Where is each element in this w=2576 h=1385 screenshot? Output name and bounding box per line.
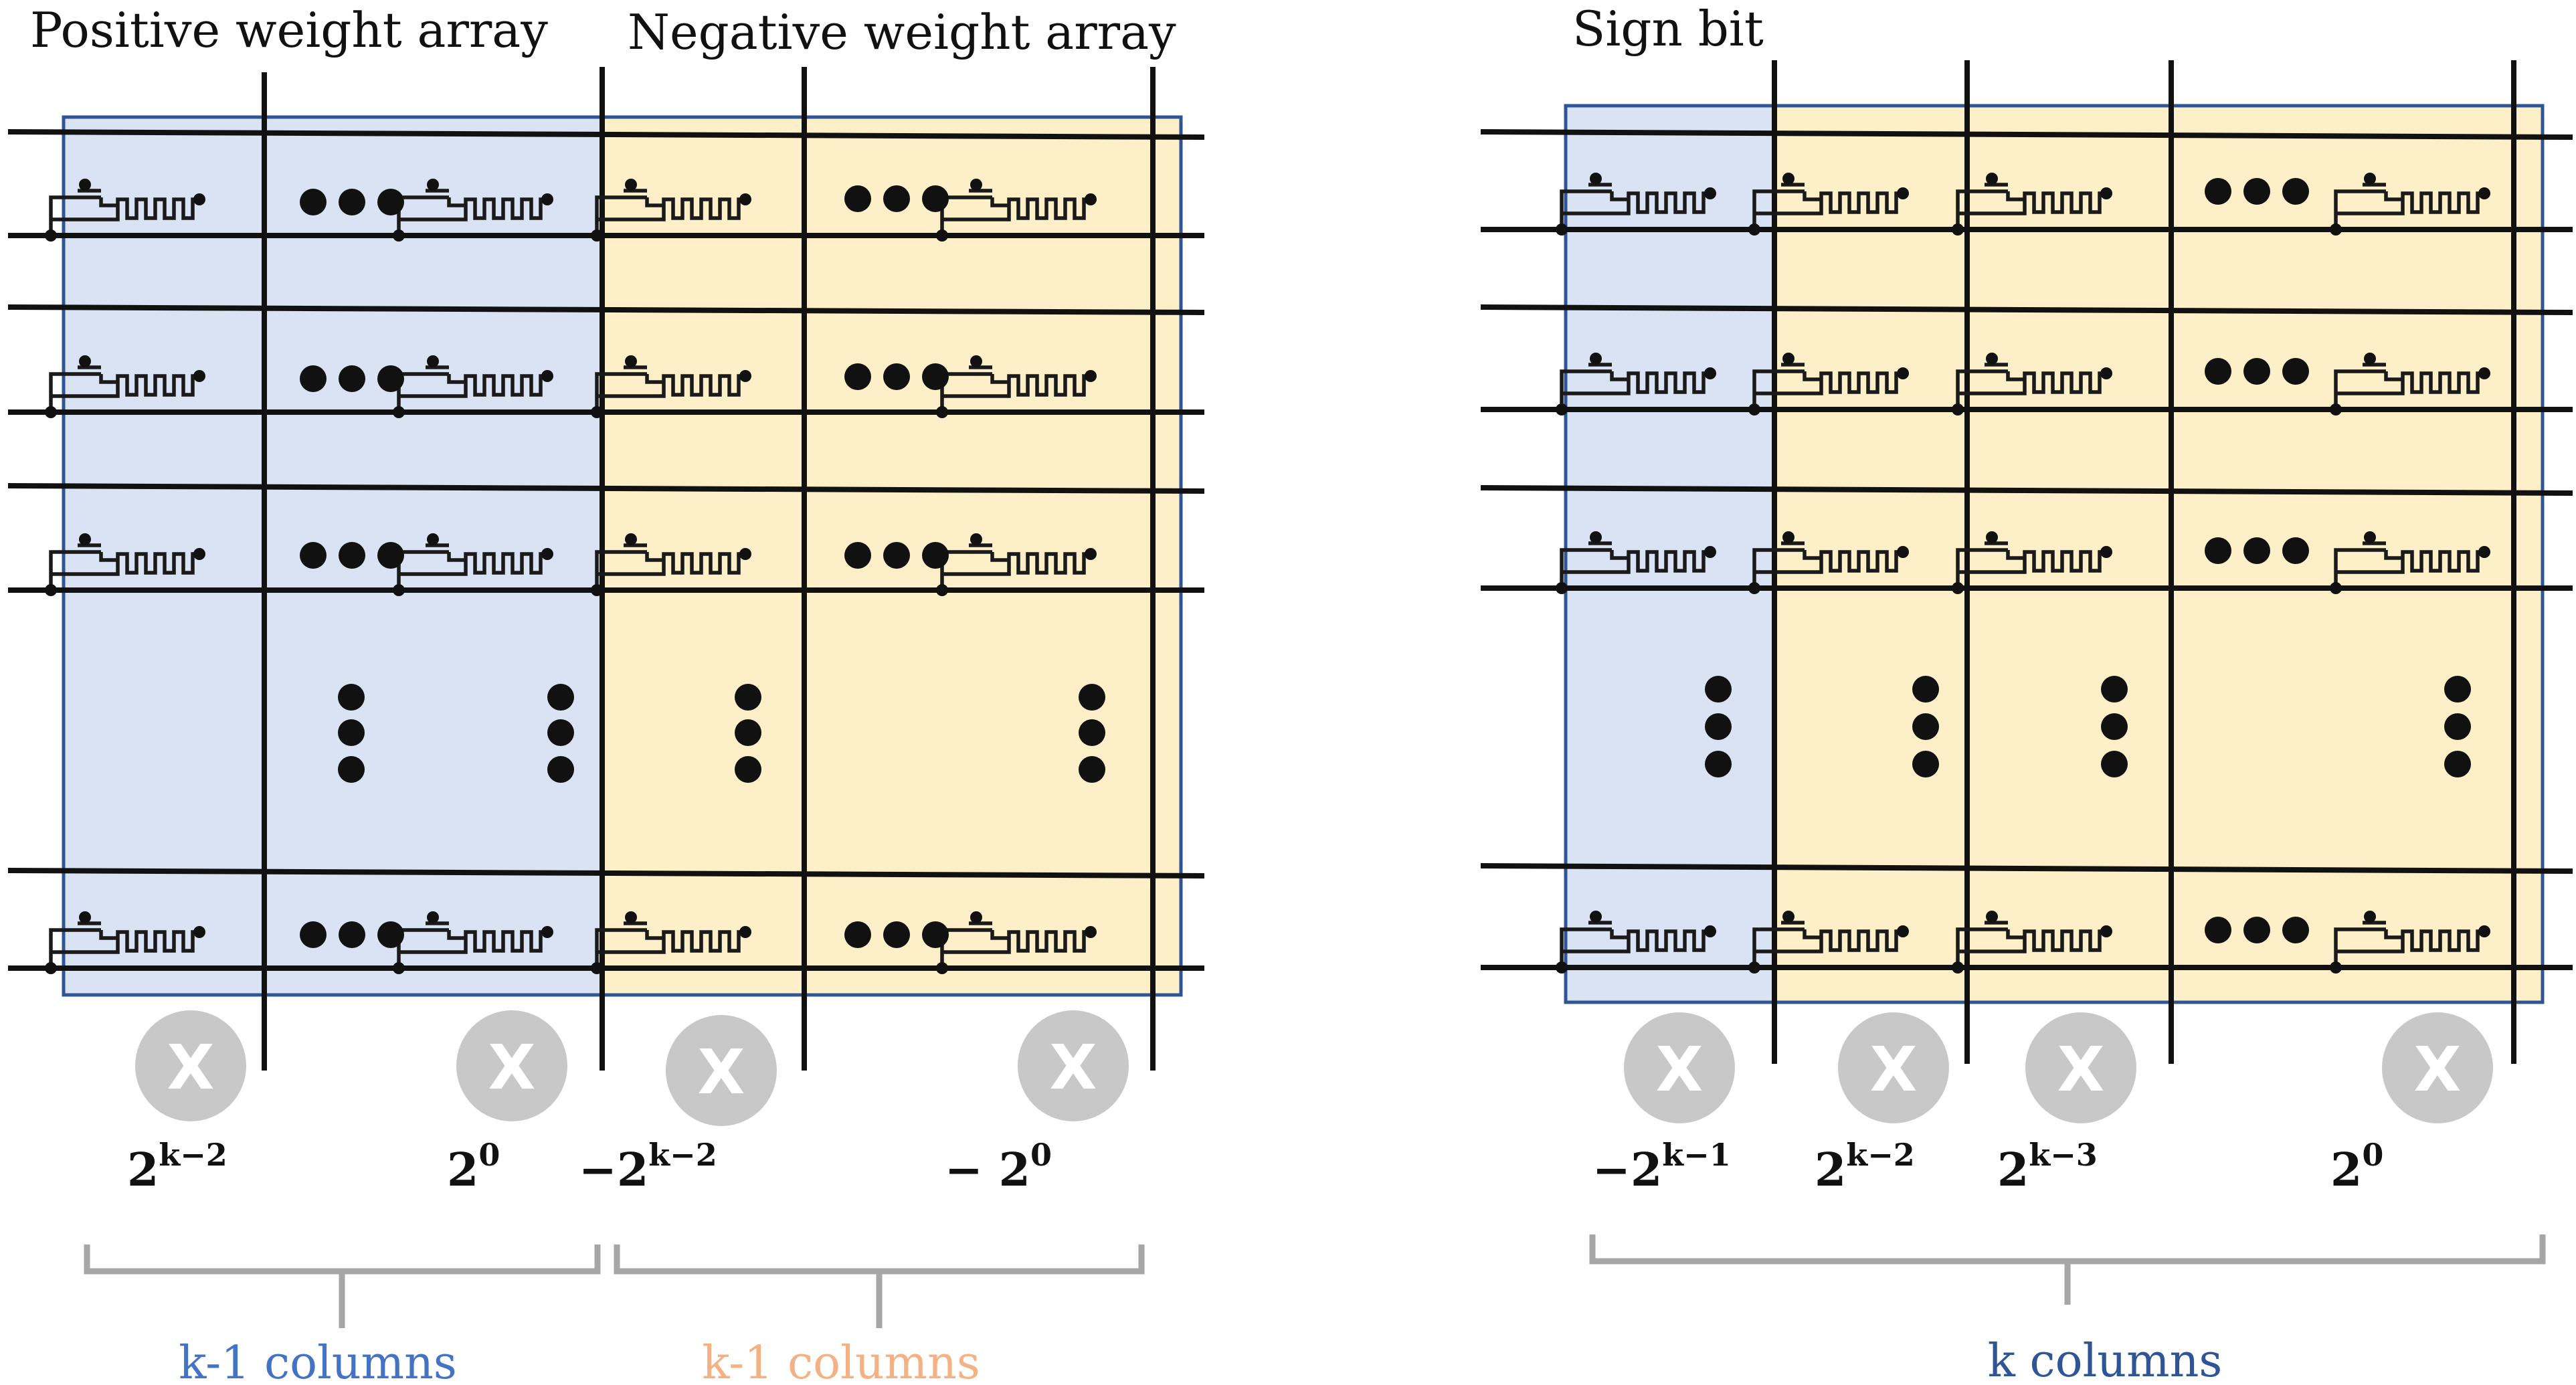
left-panel: X X X X Positive weight array Negative w… <box>7 2 1205 1385</box>
multiply-circle-icon: X <box>2382 1012 2493 1123</box>
sign-bit-title: Sign bit <box>1572 1 1764 57</box>
sign-bit-region <box>1566 106 1774 1002</box>
negative-columns-brace <box>614 1244 1145 1328</box>
svg-text:X: X <box>698 1036 745 1108</box>
positive-columns-caption: k-1 columns <box>179 1337 457 1385</box>
multiply-circle-icon: X <box>1838 1012 1949 1123</box>
right-bit-lines <box>1772 60 2516 1064</box>
weight-label: − 20 <box>945 1137 1052 1197</box>
weight-label: −2k−1 <box>1592 1137 1731 1197</box>
negative-array-title: Negative weight array <box>628 4 1176 60</box>
right-word-lines <box>1480 129 2573 970</box>
right-array-border <box>1564 104 2545 1004</box>
svg-text:X: X <box>1050 1032 1097 1103</box>
k-columns-caption: k columns <box>1988 1335 2223 1385</box>
weight-label: −2k−2 <box>579 1137 717 1197</box>
positive-columns-brace <box>84 1244 601 1328</box>
svg-text:X: X <box>1656 1034 1704 1105</box>
multiply-circle-icon: X <box>1018 1010 1129 1121</box>
left-word-lines <box>7 129 1205 971</box>
multiply-circle-icon: X <box>2025 1012 2136 1123</box>
negative-columns-caption: k-1 columns <box>702 1337 980 1385</box>
positive-array-title: Positive weight array <box>30 2 548 58</box>
multiply-circle-icon: X <box>456 1010 567 1121</box>
multiply-circle-icon: X <box>666 1015 777 1126</box>
right-panel: X X X X Sign bit −2k−1 2k−2 2k−3 20 k co… <box>1480 1 2573 1385</box>
multiply-circle-icon: X <box>1624 1012 1735 1123</box>
weight-label: 2k−2 <box>127 1137 227 1197</box>
multiply-circle-icon: X <box>135 1010 246 1121</box>
weight-label: 20 <box>2330 1137 2383 1197</box>
right-ellipsis-dots <box>1705 178 2471 943</box>
svg-text:X: X <box>488 1032 536 1103</box>
weight-label: 2k−2 <box>1815 1137 1915 1197</box>
weight-label: 20 <box>447 1137 500 1197</box>
k-columns-brace <box>1589 1234 2546 1305</box>
svg-text:X: X <box>2414 1034 2462 1105</box>
left-ellipsis-dots <box>300 185 1105 948</box>
svg-text:X: X <box>2057 1034 2105 1105</box>
svg-text:X: X <box>167 1032 215 1103</box>
left-array-border <box>62 115 1183 997</box>
weight-label: 2k−3 <box>1997 1137 2098 1197</box>
svg-text:X: X <box>1870 1034 1918 1105</box>
